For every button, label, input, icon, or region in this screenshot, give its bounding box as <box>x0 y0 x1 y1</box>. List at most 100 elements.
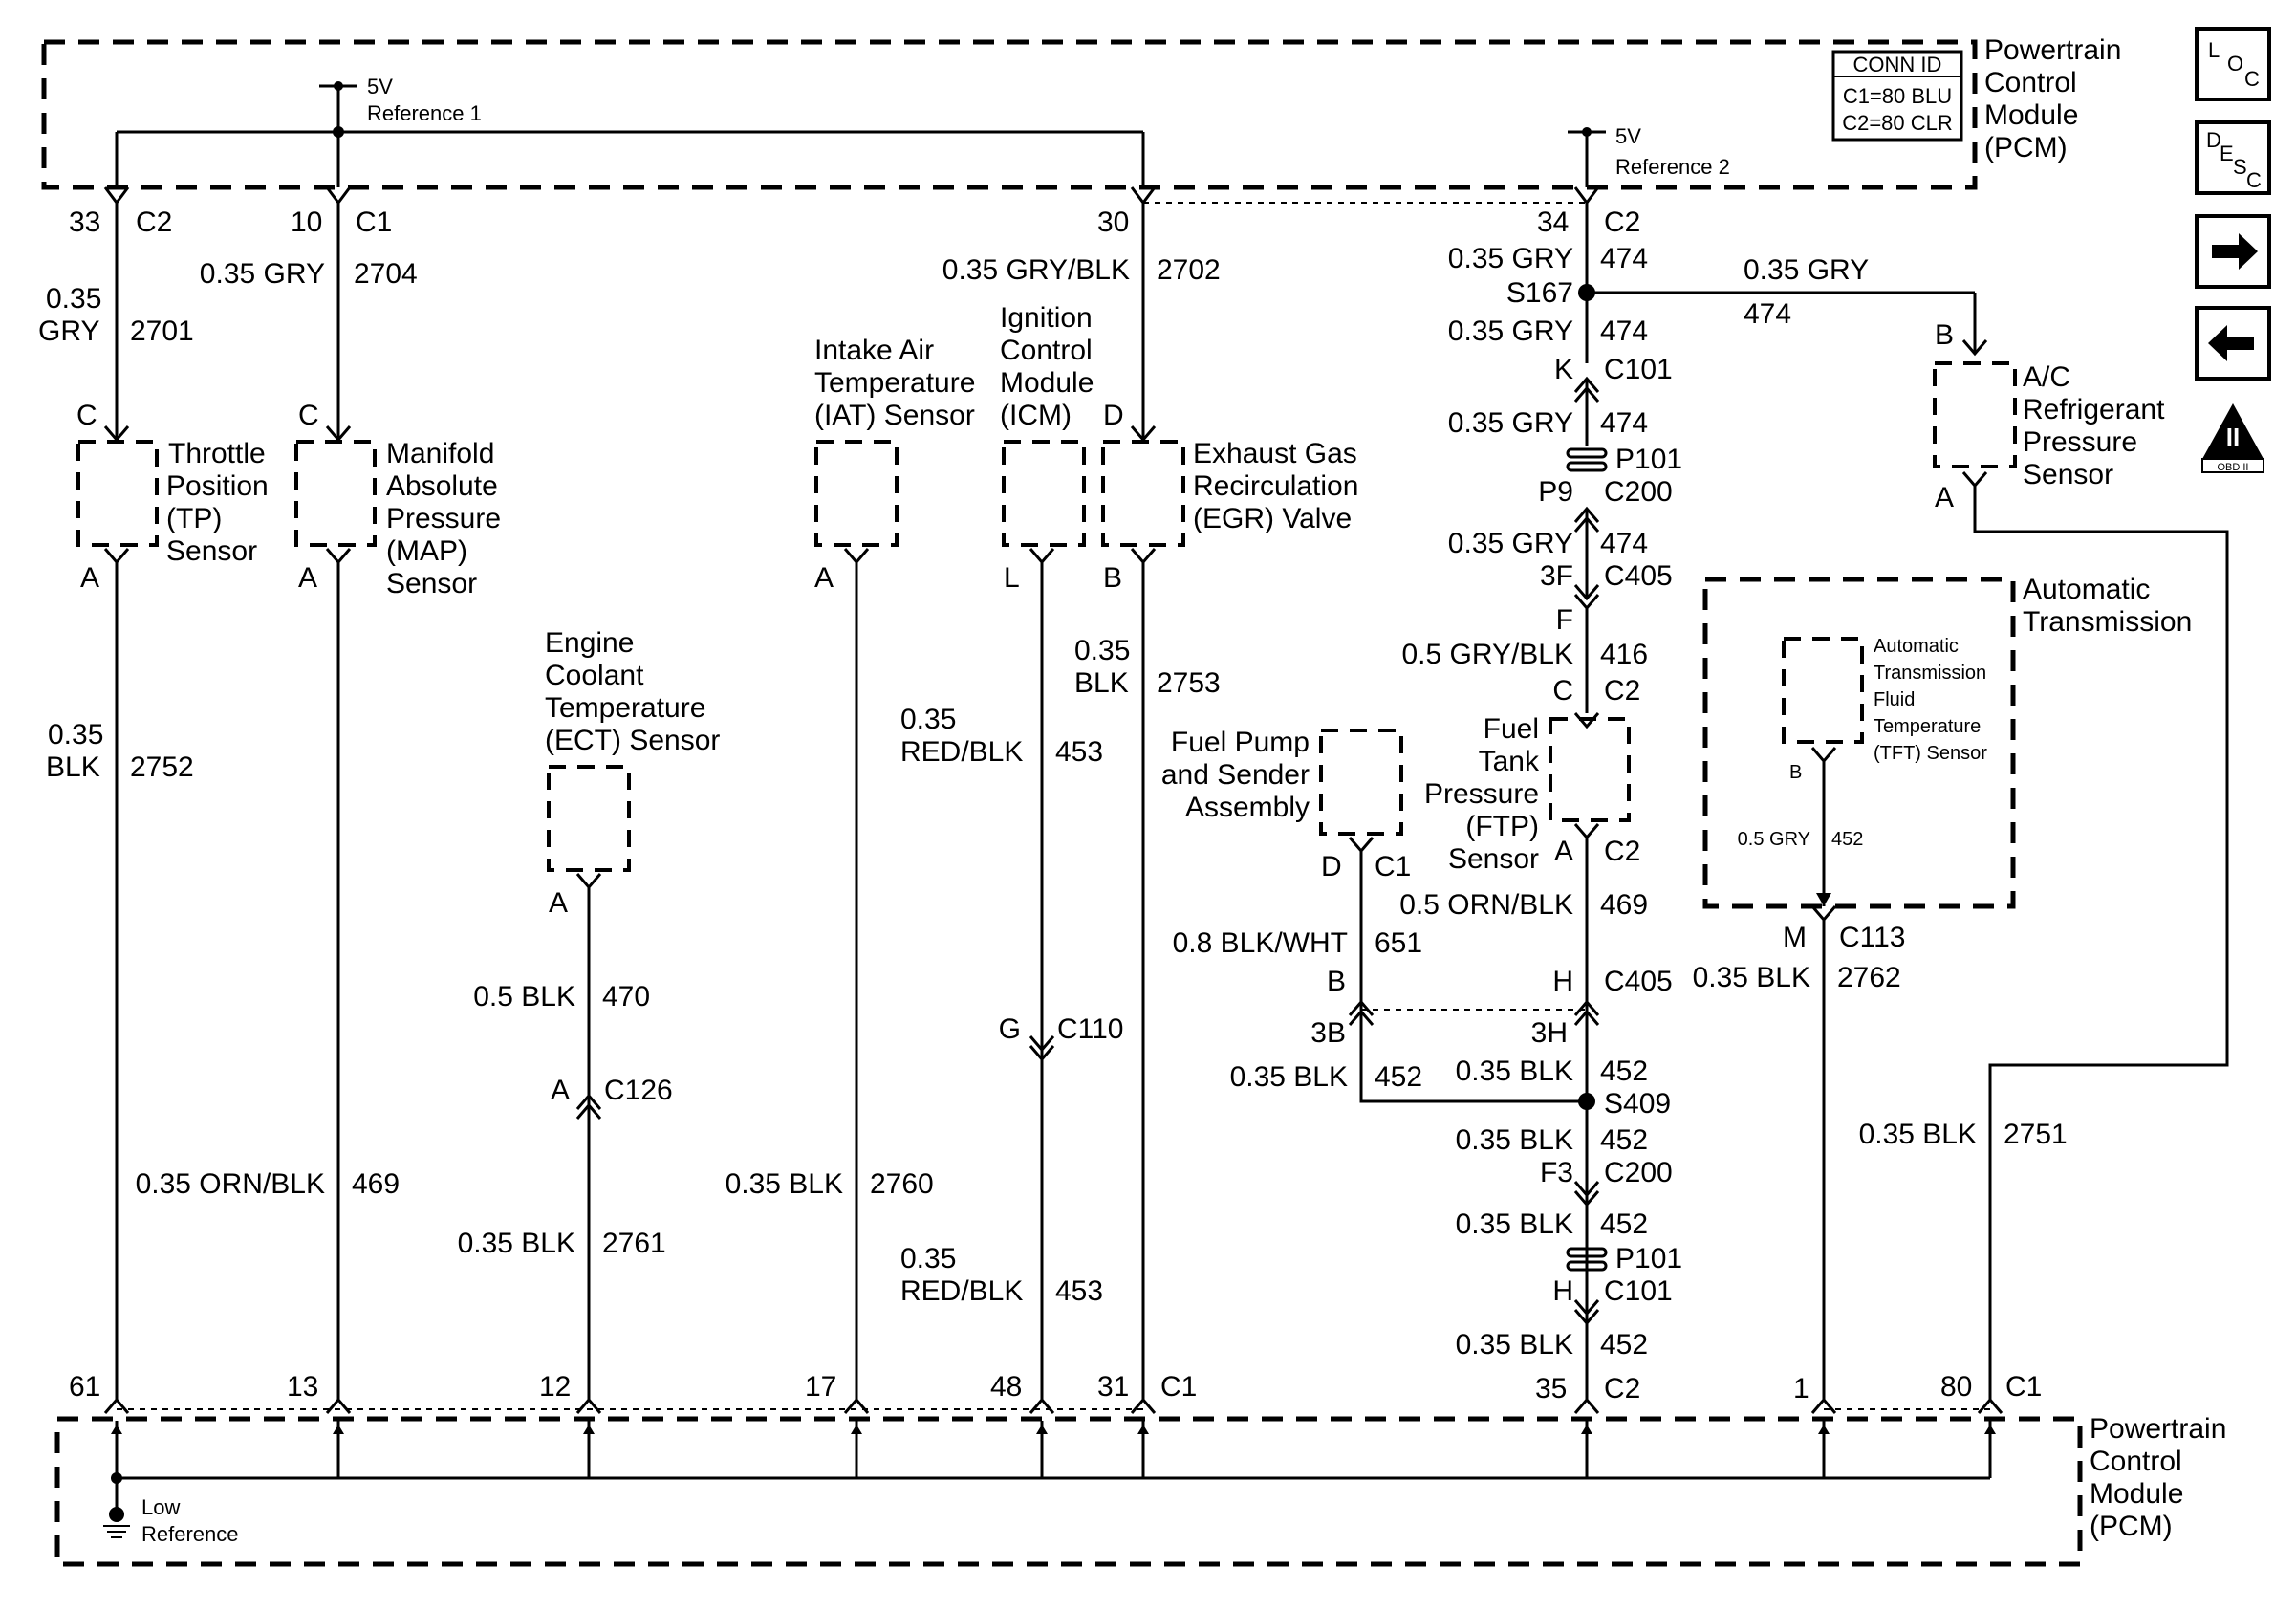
c101-a-pin: K <box>1554 354 1573 385</box>
wire-2751-num: 2751 <box>2004 1119 2068 1150</box>
c200-b-pin: F3 <box>1540 1157 1573 1188</box>
svg-text:O: O <box>2227 52 2243 76</box>
low-reference-label-1: Low <box>141 1495 180 1519</box>
wire-452e-gauge: 0.35 BLK <box>1456 1329 1573 1361</box>
ref1-label: Reference 1 <box>367 101 482 125</box>
egr-pin-d: D <box>1103 400 1124 431</box>
wire-452d-num: 452 <box>1600 1208 1648 1240</box>
ftp-pin-c: C <box>1552 675 1573 707</box>
p101-a-label: P101 <box>1615 444 1682 475</box>
iat-label-2: Temperature <box>814 367 975 399</box>
c101-b-connector <box>1573 1299 1600 1326</box>
tft-label-5: (TFT) Sensor <box>1874 743 1987 764</box>
wire-452d-gauge: 0.35 BLK <box>1456 1208 1573 1240</box>
ftp-conn-c2-bot: C2 <box>1604 836 1640 867</box>
wire-469b-num: 469 <box>1600 889 1648 921</box>
fuel-pump-label-2: and Sender <box>1161 759 1310 791</box>
conn-id-c1: C1=80 BLU <box>1843 84 1952 108</box>
splice-s167-label: S167 <box>1506 277 1573 309</box>
ftp-label-5: Sensor <box>1448 843 1539 875</box>
wire-2751-gauge: 0.35 BLK <box>1859 1119 1977 1150</box>
ac-label-4: Sensor <box>2023 459 2113 490</box>
desc-button[interactable]: D E S C <box>2195 120 2271 195</box>
c405-a-pin: 3F <box>1540 560 1573 592</box>
svg-text:C: C <box>2246 168 2262 192</box>
p101-b-label: P101 <box>1615 1243 1682 1274</box>
c405-b-pin-3b: 3B <box>1310 1017 1346 1049</box>
svg-text:C: C <box>2244 67 2260 91</box>
obd-ii-icon[interactable]: II OBD II <box>2201 403 2264 473</box>
map-top-terminal <box>325 411 352 443</box>
wire-469a-num: 469 <box>352 1168 400 1200</box>
bottom-pin-12: 12 <box>539 1371 571 1403</box>
c405-b-label: C405 <box>1604 966 1673 997</box>
c405-b-connector-h <box>1573 999 1600 1026</box>
wire-452e-num: 452 <box>1600 1329 1648 1361</box>
ftp-conn-c2-top: C2 <box>1604 675 1640 707</box>
iat-bottom-terminal <box>843 548 870 565</box>
ref2-voltage: 5V <box>1615 124 1641 148</box>
wire-2702-gauge: 0.35 GRY/BLK <box>942 254 1130 286</box>
wire-474c-num: 474 <box>1600 316 1648 347</box>
wire-416-num: 416 <box>1600 639 1648 670</box>
bottom-pin-48: 48 <box>990 1371 1022 1403</box>
fuel-pump-pin-d: D <box>1321 851 1342 882</box>
fuel-pump-label-3: Assembly <box>1185 792 1310 823</box>
wire-2760-gauge: 0.35 BLK <box>726 1168 843 1200</box>
wire-453a-gauge-1: 0.35 <box>900 704 956 735</box>
ect-bottom-terminal <box>575 873 602 890</box>
tft-sensor-box <box>1782 637 1864 744</box>
prev-arrow-button[interactable] <box>2195 306 2271 381</box>
wire-452b-num: 452 <box>1600 1056 1648 1087</box>
tp-bottom-terminal <box>103 548 130 565</box>
egr-valve-box <box>1101 440 1185 547</box>
wire-452b-gauge: 0.35 BLK <box>1456 1056 1573 1087</box>
c113-pin: M <box>1783 922 1807 953</box>
ect-label-1: Engine <box>545 627 634 659</box>
icm-bottom-terminal <box>1029 548 1055 565</box>
wire-452c-num: 452 <box>1600 1124 1648 1156</box>
pcm-bottom-label-2: Control <box>2090 1446 2182 1477</box>
wire-2752-gauge-1: 0.35 <box>48 719 103 751</box>
wire-453b-num: 453 <box>1055 1275 1103 1307</box>
tft-label-3: Fluid <box>1874 689 1915 710</box>
wire-453b-gauge-1: 0.35 <box>900 1243 956 1274</box>
bottom-terminals <box>103 1397 2004 1414</box>
wire-474e-num: 474 <box>1600 528 1648 559</box>
wire-474d-gauge: 0.35 GRY <box>1448 407 1573 439</box>
p101-b-passthrough <box>1566 1247 1608 1272</box>
wire-453a-gauge-2: RED/BLK <box>900 736 1023 768</box>
map-bottom-terminal <box>325 548 352 565</box>
pcm-bottom-label-4: (PCM) <box>2090 1511 2173 1542</box>
c200-a-pin: P9 <box>1538 476 1573 508</box>
wire-474e-gauge: 0.35 GRY <box>1448 528 1573 559</box>
wire-470-gauge: 0.5 BLK <box>473 981 575 1012</box>
next-arrow-button[interactable] <box>2195 214 2271 289</box>
pcm-bottom-box <box>54 1416 2083 1567</box>
wire-2762-num: 2762 <box>1837 962 1901 993</box>
wire-2752-gauge-2: BLK <box>46 751 100 783</box>
ftp-label-2: Tank <box>1479 746 1540 777</box>
c101-b-pin: H <box>1552 1275 1573 1307</box>
low-reference-bus <box>103 1421 1992 1538</box>
wire-469b-gauge: 0.5 ORN/BLK <box>1399 889 1573 921</box>
svg-text:S: S <box>2233 155 2247 179</box>
ftp-label-1: Fuel <box>1484 713 1539 745</box>
c110-pin: G <box>999 1013 1021 1045</box>
icm-label-4: (ICM) <box>1000 400 1072 431</box>
ac-pin-b: B <box>1935 319 1954 351</box>
top-pin-30: 30 <box>1097 207 1129 238</box>
c126-connector <box>575 1093 602 1120</box>
loc-button[interactable]: L O C <box>2195 27 2271 101</box>
wire-453b-gauge-2: RED/BLK <box>900 1275 1023 1307</box>
egr-label-1: Exhaust Gas <box>1193 438 1357 469</box>
bottom-conn-c2: C2 <box>1604 1373 1640 1404</box>
iat-pin-a: A <box>814 562 834 594</box>
wire-474a-num: 474 <box>1600 243 1648 274</box>
auto-trans-label-2: Transmission <box>2023 606 2192 638</box>
ac-label-3: Pressure <box>2023 426 2137 458</box>
egr-top-terminal <box>1130 411 1157 443</box>
c405-b-pin-3h: 3H <box>1531 1017 1568 1049</box>
p101-a-passthrough <box>1566 447 1608 472</box>
wire-2753-gauge-2: BLK <box>1074 667 1129 699</box>
